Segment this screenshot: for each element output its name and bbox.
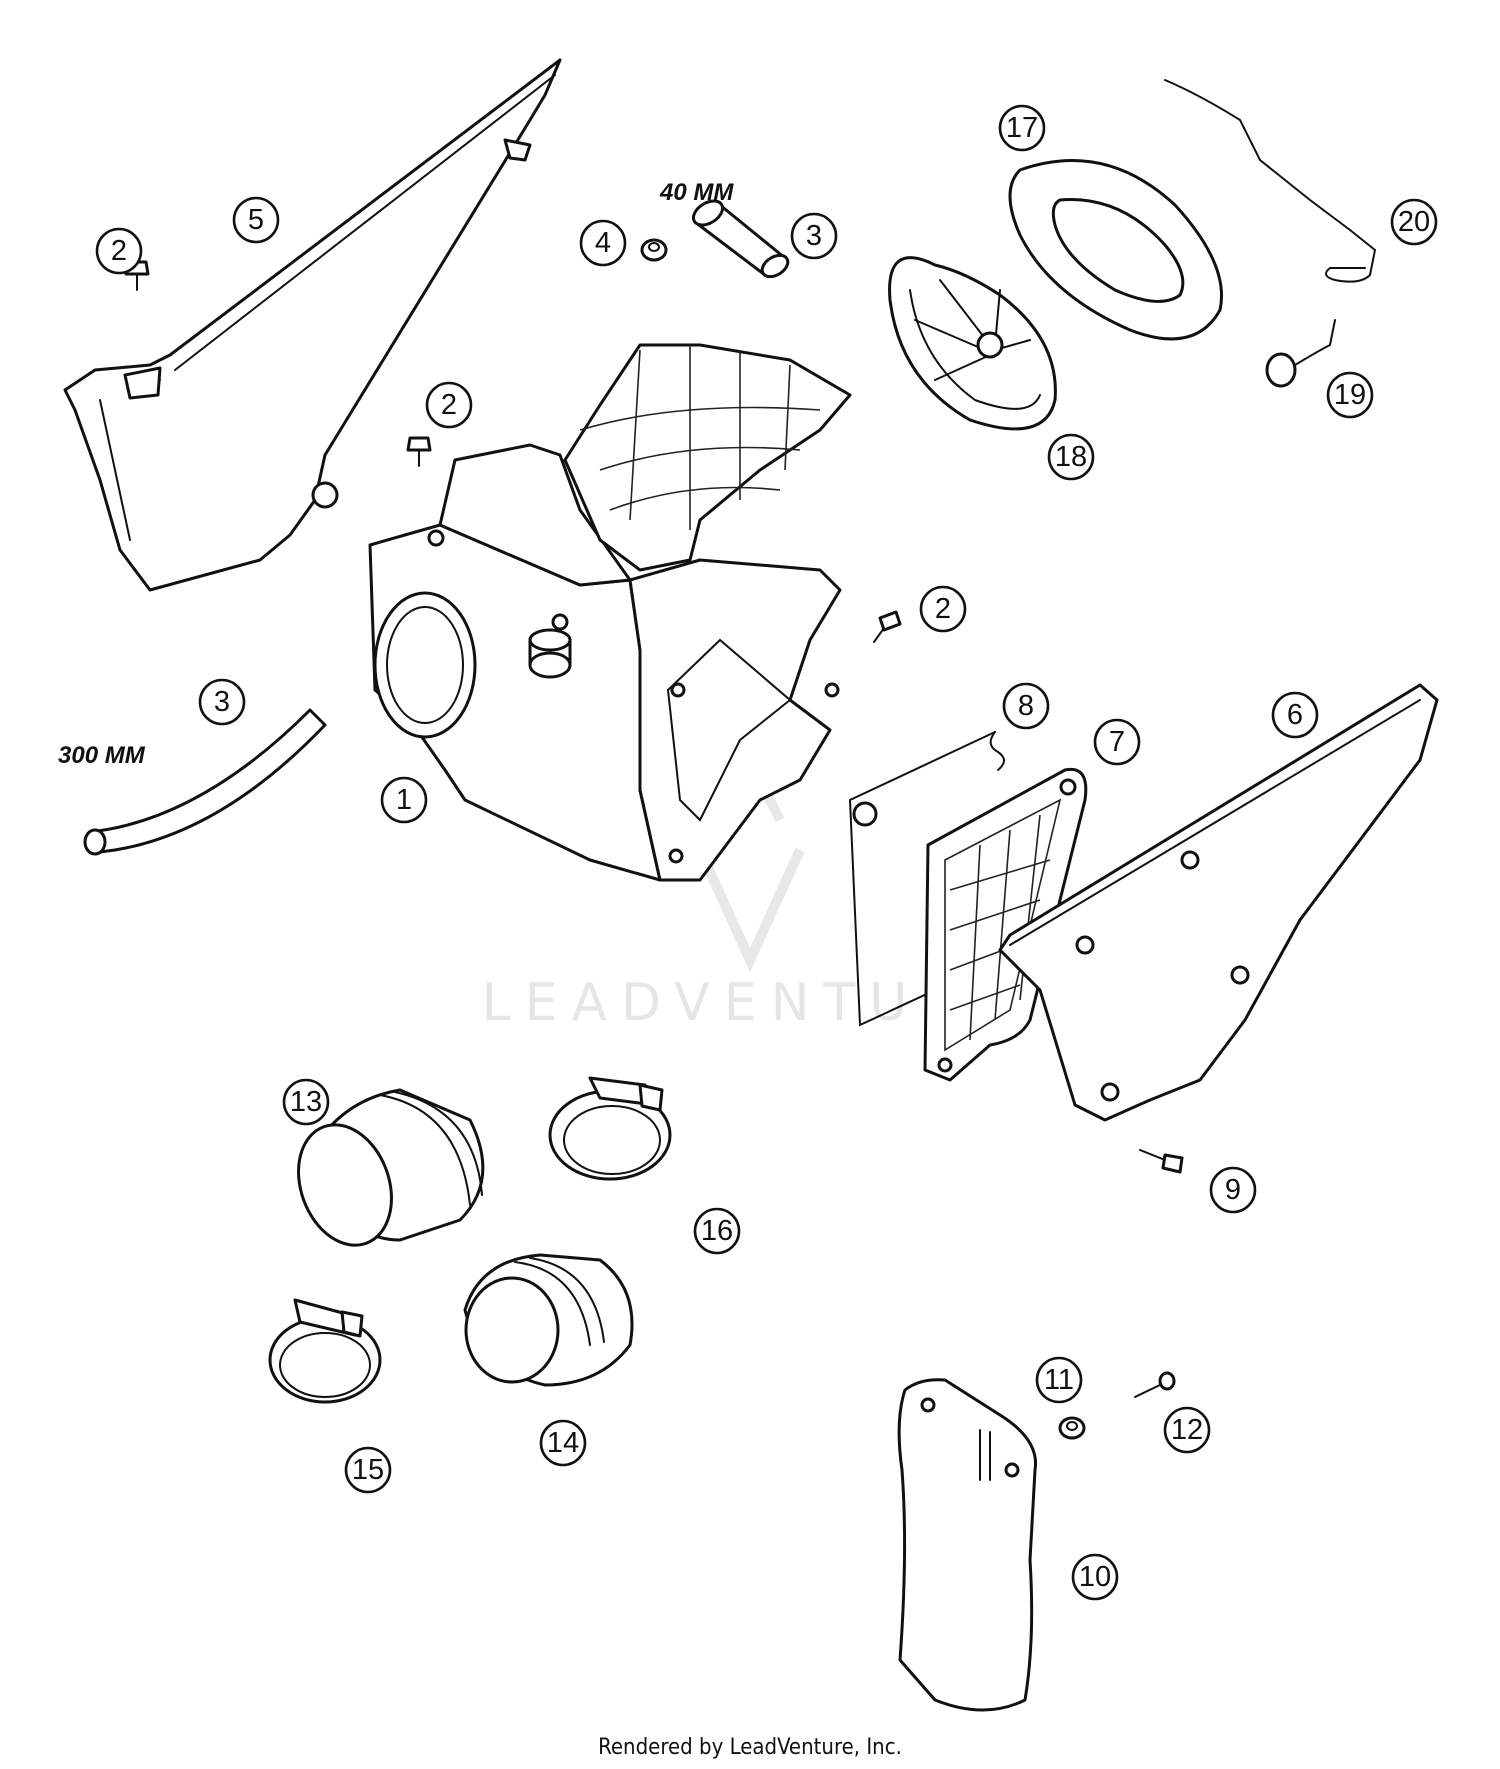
filter-cage	[888, 256, 1057, 431]
callout-2-center: 2	[425, 381, 473, 429]
callout-16: 16	[693, 1207, 741, 1255]
callout-15: 15	[344, 1446, 392, 1494]
callout-8-label: 8	[1018, 690, 1034, 722]
bolt-2-right	[873, 610, 902, 643]
callout-10-label: 10	[1079, 1561, 1111, 1593]
callout-8: 8	[1002, 682, 1050, 730]
callout-7-label: 7	[1109, 726, 1125, 758]
callout-13: 13	[282, 1078, 330, 1126]
screw-12	[1134, 1371, 1176, 1398]
hose-clamp-16	[548, 1076, 672, 1181]
hose-clamp-15	[268, 1298, 382, 1404]
callout-13-label: 13	[290, 1086, 322, 1118]
callout-19: 19	[1326, 371, 1374, 419]
callout-19-label: 19	[1334, 379, 1366, 411]
callout-12: 12	[1163, 1406, 1211, 1454]
filter-pin	[1265, 319, 1336, 388]
callout-2-label: 2	[441, 389, 457, 421]
callout-1-label: 1	[396, 784, 412, 816]
grommet	[640, 238, 668, 262]
intake-boot-small	[463, 1253, 634, 1387]
air-box	[368, 343, 852, 882]
callout-3-label: 3	[806, 220, 822, 252]
side-cover-right	[998, 683, 1439, 1122]
callout-20-label: 20	[1398, 206, 1430, 238]
callout-9: 9	[1209, 1166, 1257, 1214]
callout-4-label: 4	[595, 227, 611, 259]
callout-17-label: 17	[1006, 112, 1038, 144]
dimension-label-40mm: 40 MM	[659, 179, 734, 206]
callout-3-short-hose: 3	[790, 212, 838, 260]
callout-2-right: 2	[919, 585, 967, 633]
callout-6-label: 6	[1287, 699, 1303, 731]
callout-2-top-left: 2	[95, 227, 143, 275]
callout-5-label: 5	[248, 204, 264, 236]
callout-9-label: 9	[1225, 1174, 1241, 1206]
callout-14-label: 14	[547, 1427, 579, 1459]
callout-16-label: 16	[701, 1215, 733, 1247]
callout-20: 20	[1390, 198, 1438, 246]
hose-long	[83, 708, 327, 856]
callout-4: 4	[579, 219, 627, 267]
mud-flap	[897, 1378, 1038, 1712]
callout-10: 10	[1071, 1553, 1119, 1601]
footer-credit: Rendered by LeadVenture, Inc.	[598, 1735, 902, 1760]
intake-boot-large	[297, 1088, 485, 1247]
bolt-2-center	[406, 436, 432, 467]
callout-2-label: 2	[111, 235, 127, 267]
side-cover-left	[63, 58, 562, 592]
callout-14: 14	[539, 1419, 587, 1467]
callout-17: 17	[998, 104, 1046, 152]
watermark-text: LEADVENTURE	[482, 973, 1019, 1033]
dimension-label-300mm: 300 MM	[58, 742, 146, 769]
callout-3-label: 3	[214, 686, 230, 718]
callout-2-label: 2	[935, 593, 951, 625]
callout-18: 18	[1047, 433, 1095, 481]
callout-1: 1	[380, 776, 428, 824]
hose-short	[691, 199, 790, 279]
callout-12-label: 12	[1171, 1414, 1203, 1446]
callout-6: 6	[1271, 691, 1319, 739]
wire-clip	[1164, 79, 1377, 283]
callout-3-long-hose: 3	[198, 678, 246, 726]
callout-15-label: 15	[352, 1454, 384, 1486]
callout-11: 11	[1035, 1356, 1083, 1404]
bolt-9	[1139, 1149, 1184, 1174]
callout-5: 5	[232, 196, 280, 244]
callout-11-label: 11	[1044, 1364, 1074, 1396]
intake-grill	[923, 767, 1088, 1082]
air-filter	[1008, 159, 1224, 341]
callout-18-label: 18	[1055, 441, 1087, 473]
washer	[1058, 1416, 1086, 1440]
callout-7: 7	[1093, 718, 1141, 766]
